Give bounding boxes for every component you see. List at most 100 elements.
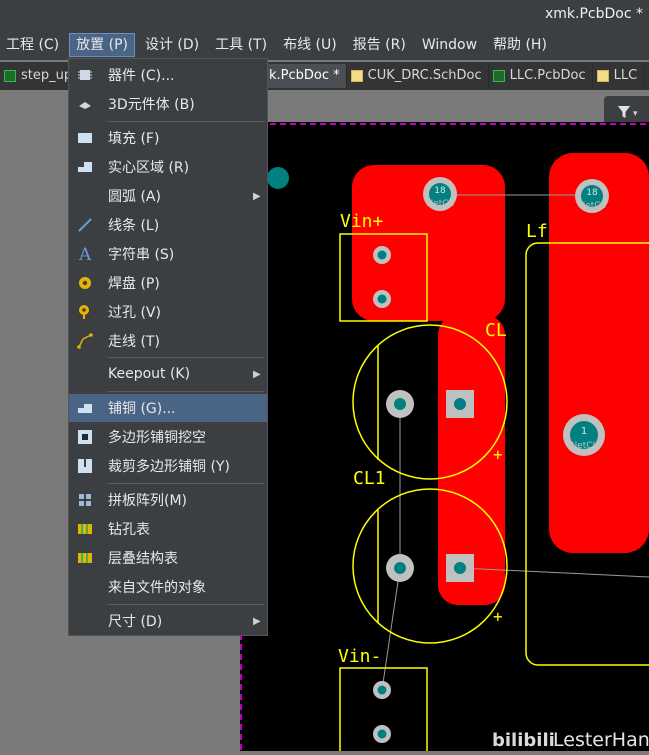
tab-label: LLC.PcbDoc (509, 68, 586, 83)
menu-window[interactable]: Window (421, 37, 478, 53)
pad-hole (377, 250, 387, 260)
drill-table-icon (75, 519, 95, 539)
menu-item-track[interactable]: 走线 (T) (69, 327, 267, 355)
place-menu-dropdown: 器件 (C)... 3D元件体 (B) 填充 (F) 实心区域 (R) 圆弧 (… (68, 58, 268, 636)
menu-item-arc[interactable]: 圆弧 (A) ▶ (69, 182, 267, 210)
menu-item-label: Keepout (K) (108, 366, 191, 382)
blank-icon (75, 577, 95, 597)
menu-tools[interactable]: 工具 (T) (215, 37, 268, 53)
menu-item-label: 裁剪多边形铺铜 (Y) (108, 459, 230, 475)
copper-region-right[interactable] (549, 153, 649, 553)
menu-item-keepout[interactable]: Keepout (K) ▶ (69, 360, 267, 388)
pad-hole (377, 729, 387, 739)
pcb-drawing[interactable]: Vin+ Vin- CL + CL1 + Lf (240, 122, 649, 755)
ratsnest-line (459, 567, 649, 578)
menu-item-component[interactable]: 器件 (C)... (69, 61, 267, 89)
menu-project[interactable]: 工程 (C) (6, 37, 60, 53)
menu-item-label: 线条 (L) (108, 218, 160, 234)
title-bar: xmk.PcbDoc * (0, 0, 649, 30)
tab-llc[interactable]: LLC (593, 64, 645, 88)
solid-region-icon (75, 157, 95, 177)
menu-item-label: 钻孔表 (108, 522, 150, 538)
track-icon (75, 331, 95, 351)
cl1-capacitor-outline[interactable] (352, 488, 508, 644)
vin-minus-designator: Vin- (338, 646, 381, 667)
menu-item-label: 实心区域 (R) (108, 160, 190, 176)
vin-minus-footprint[interactable] (339, 667, 428, 755)
menu-item-3d-body[interactable]: 3D元件体 (B) (69, 90, 267, 118)
menu-separator (107, 483, 265, 484)
menu-separator (107, 121, 265, 122)
pad-net-name: NetCL (426, 199, 453, 209)
fill-icon (75, 128, 95, 148)
via-icon (75, 302, 95, 322)
filter-icon[interactable]: ▾ (604, 96, 649, 128)
copper-track-vertical[interactable] (438, 315, 505, 605)
menu-item-layer-stack-table[interactable]: 层叠结构表 (69, 544, 267, 572)
lf-inductor-outline[interactable] (525, 242, 649, 666)
svg-text:▾: ▾ (633, 109, 638, 119)
menu-place[interactable]: 放置 (P) (69, 33, 135, 57)
tab-cuk-drc-schdoc[interactable]: CUK_DRC.SchDoc (347, 64, 489, 88)
component-icon (75, 65, 95, 85)
document-tab-bar: step_up_ xmk.PcbDoc * CUK_DRC.SchDoc LLC… (0, 62, 649, 90)
menu-reports[interactable]: 报告 (R) (352, 37, 406, 53)
pad-hole (429, 183, 451, 205)
menu-item-fill[interactable]: 填充 (F) (69, 124, 267, 152)
menu-item-label: 填充 (F) (108, 131, 160, 147)
pad-net-name: NetCL (578, 201, 605, 211)
menu-route[interactable]: 布线 (U) (283, 37, 337, 53)
menu-item-pad[interactable]: 焊盘 (P) (69, 269, 267, 297)
vin-plus-footprint[interactable] (339, 233, 428, 322)
menu-item-via[interactable]: 过孔 (V) (69, 298, 267, 326)
menu-help[interactable]: 帮助 (H) (493, 37, 547, 53)
menu-item-polygon-pour[interactable]: 铺铜 (G)... (69, 394, 267, 422)
3d-body-icon (75, 94, 95, 114)
menu-item-solid-region[interactable]: 实心区域 (R) (69, 153, 267, 181)
svg-text:A: A (78, 245, 92, 263)
menu-item-object-from-file[interactable]: 来自文件的对象 (69, 573, 267, 601)
cl-designator: CL (485, 320, 507, 341)
menu-item-embedded-board-array[interactable]: 拼板阵列(M) (69, 486, 267, 514)
tab-label: CUK_DRC.SchDoc (367, 68, 482, 83)
menu-separator (107, 391, 265, 392)
copper-region-top-left[interactable] (352, 165, 505, 321)
menu-item-label: 焊盘 (P) (108, 276, 160, 292)
menu-item-drill-table[interactable]: 钻孔表 (69, 515, 267, 543)
blank-icon (75, 186, 95, 206)
string-a-icon: A (75, 244, 95, 264)
cl-capacitor-outline[interactable] (352, 324, 508, 480)
pad-net-name: NetCL (570, 441, 597, 451)
tab-step-up[interactable]: step_up_ (0, 64, 86, 88)
pad-hole (377, 685, 387, 695)
sch-doc-icon (350, 70, 363, 82)
menu-item-polygon-cutout[interactable]: 多边形铺铜挖空 (69, 423, 267, 451)
menu-bar: 工程 (C) 放置 (P) 设计 (D) 工具 (T) 布线 (U) 报告 (R… (0, 30, 649, 60)
tab-llc-pcbdoc[interactable]: LLC.PcbDoc (489, 64, 593, 88)
pad-number: 18 (434, 186, 446, 196)
menu-item-label: 走线 (T) (108, 334, 160, 350)
menu-item-dimension[interactable]: 尺寸 (D) ▶ (69, 607, 267, 635)
pad-number: 18 (586, 188, 598, 198)
menu-item-slice-polygon[interactable]: 裁剪多边形铺铜 (Y) (69, 452, 267, 480)
menu-item-string[interactable]: A 字符串 (S) (69, 240, 267, 268)
window-title: xmk.PcbDoc * (545, 6, 643, 22)
pcb-canvas[interactable]: Vin+ Vin- CL + CL1 + Lf (240, 122, 649, 755)
vin-plus-designator: Vin+ (340, 211, 384, 232)
layer-stack-table-icon (75, 548, 95, 568)
menu-item-label: 层叠结构表 (108, 551, 178, 567)
menu-item-label: 铺铜 (G)... (108, 401, 176, 417)
menu-item-label: 来自文件的对象 (108, 580, 206, 596)
submenu-arrow-icon: ▶ (253, 615, 261, 627)
pad-number: 1 (581, 426, 587, 437)
via[interactable] (267, 167, 289, 189)
menu-item-label: 过孔 (V) (108, 305, 161, 321)
ratsnest-line (381, 567, 401, 691)
pad-hole (394, 562, 406, 574)
menu-item-label: 尺寸 (D) (108, 614, 163, 630)
polygon-pour-icon (75, 398, 95, 418)
cl1-designator: CL1 (353, 468, 386, 489)
menu-design[interactable]: 设计 (D) (144, 37, 200, 53)
pad-hole (394, 398, 406, 410)
menu-item-line[interactable]: 线条 (L) (69, 211, 267, 239)
